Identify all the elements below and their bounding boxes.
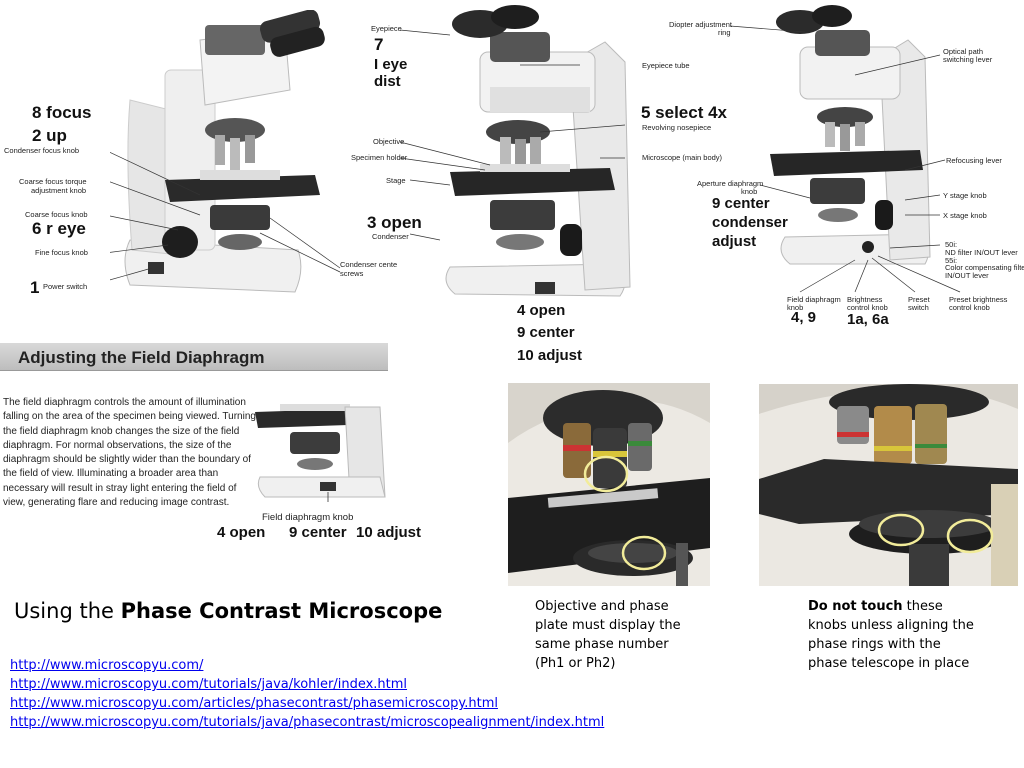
link-kohler-tutorial[interactable]: http://www.microscopyu.com/tutorials/jav… [10,677,408,692]
specimen-holder-label: Specimen holder [351,153,408,162]
y-stage-knob-label: Y stage knob [943,191,987,200]
filters-label-4: Color compensating filter [945,263,1024,272]
revolving-nosepiece-label: Revolving nosepiece [642,123,712,132]
objective-phase-photo [508,383,710,586]
step-3-open: 3 open [367,213,422,232]
condenser-adjust-label-2: adjust [712,233,757,250]
filters-label-1: 50i: [945,240,958,249]
step-5-select-4x: 5 select 4x [641,103,728,122]
field-diaphragm-knob-label-2: knob [787,303,804,312]
step-1-power: 1 [30,278,40,297]
microscope-right-illustration [770,5,931,265]
steps-1a-6a: 1a, 6a [847,311,889,328]
preset-brightness-label-2: control knob [949,303,990,312]
coarse-focus-torque-label-1: Coarse focus torque [19,177,87,186]
x-stage-knob-label: X stage knob [943,211,987,220]
phase-ring-knob-highlight-right [946,518,994,554]
condenser-centering-screws-label-1: Condenser cente [340,260,398,269]
preset-switch-label-2: switch [908,303,929,312]
filters-label-2: ND filter IN/OUT lever [945,248,1018,257]
filters-label-3: 55i: [945,256,958,265]
power-switch-label: Power switch [43,282,88,291]
objective-phase-photo-drawing [508,383,710,586]
step-7: 7 [374,35,384,54]
aperture-diaphragm-label-1: Aperture diaphragm [697,179,764,188]
brightness-label-2: control knob [847,303,888,312]
link-microscopyu-home[interactable]: http://www.microscopyu.com/ [10,658,204,673]
field-diaphragm-header: Adjusting the Field Diaphragm [0,343,388,371]
refocusing-lever-label: Refocusing lever [946,156,1002,165]
dist-label: dist [374,73,401,90]
do-not-touch-rest: these knobs unless aligning the phase ri… [808,599,974,671]
page-title-bold: Phase Contrast Microscope [120,599,443,623]
phase-ring-knobs-photo-drawing [759,384,1018,586]
stage-label: Stage [386,176,406,185]
link-phase-microscopy-article[interactable]: http://www.microscopyu.com/articles/phas… [10,696,498,711]
filters-label-5: IN/OUT lever [945,271,989,280]
page-title: Using the Phase Contrast Microscope [14,598,442,624]
phase-ring-knobs-photo [759,384,1018,586]
microscope-main-body-label: Microscope (main body) [642,153,723,162]
eyepiece-tube-label: Eyepiece tube [642,61,690,70]
center-leader-lines [399,29,626,293]
reference-links: http://www.microscopyu.com/ http://www.m… [10,656,604,732]
microscope-left-illustration [110,10,341,293]
link-microscope-alignment-tutorial[interactable]: http://www.microscopyu.com/tutorials/jav… [10,715,605,730]
objective-label: Objective [373,137,405,146]
brightness-label-1: Brightness [847,295,883,304]
step-10-adjust: 10 adjust [517,347,583,364]
step-9-center: 9 center [517,324,575,341]
diopter-label-2: ring [718,28,731,37]
do-not-touch-bold: Do not touch [808,599,903,614]
phase-ring-knob-highlight-left [877,513,925,547]
page-title-prefix: Using the [14,599,121,623]
coarse-focus-knob-label: Coarse focus knob [25,210,88,219]
field-diaphragm-title: Adjusting the Field Diaphragm [18,348,265,367]
optical-path-label-2: switching lever [943,55,993,64]
diopter-label-1: Diopter adjustment [669,20,732,29]
aperture-diaphragm-label-2: knob [741,187,758,196]
right-leader-lines [729,25,961,293]
eyepiece-label: Eyepiece [371,24,402,33]
step-9-center-right: 9 center [712,195,770,212]
objective-phase-caption: Objective and phase plate must display t… [535,599,681,671]
coarse-focus-torque-label-2: adjustment knob [31,186,87,195]
optical-path-label-1: Optical path [943,47,984,56]
step-2-up: 2 up [32,126,67,145]
microscope-center-illustration [445,5,631,297]
condenser-adjust-label-1: condenser [712,214,788,231]
field-diaphragm-paragraph: The field diaphragm controls the amount … [3,397,256,509]
fd-step-10-adjust: 10 adjust [356,524,422,541]
step-8-focus: 8 focus [32,103,92,122]
preset-brightness-label-1: Preset brightness [949,295,1008,304]
condenser-centering-screws-label-2: screws [340,269,364,278]
fd-step-9-center: 9 center [289,524,347,541]
condenser-label: Condenser [372,232,409,241]
field-diaphragm-microscope-illustration [255,404,386,502]
i-eye-label: I eye [374,56,408,73]
condenser-phase-highlight-circle [621,535,667,571]
step-4-open: 4 open [517,302,566,319]
step-6-r-eye: 6 r eye [32,219,86,238]
condenser-focus-knob-label: Condenser focus knob [4,146,80,155]
fd-step-4-open: 4 open [217,524,266,541]
field-diaphragm-knob-label-1: Field diaphragm [787,295,841,304]
preset-switch-label-1: Preset [908,295,930,304]
field-diaphragm-knob-caption: Field diaphragm knob [262,512,354,523]
steps-4-9: 4, 9 [791,309,817,326]
fine-focus-knob-label: Fine focus knob [35,248,88,257]
do-not-touch-caption: Do not touch these knobs unless aligning… [808,597,983,673]
phase-number-highlight-circle [583,455,629,493]
